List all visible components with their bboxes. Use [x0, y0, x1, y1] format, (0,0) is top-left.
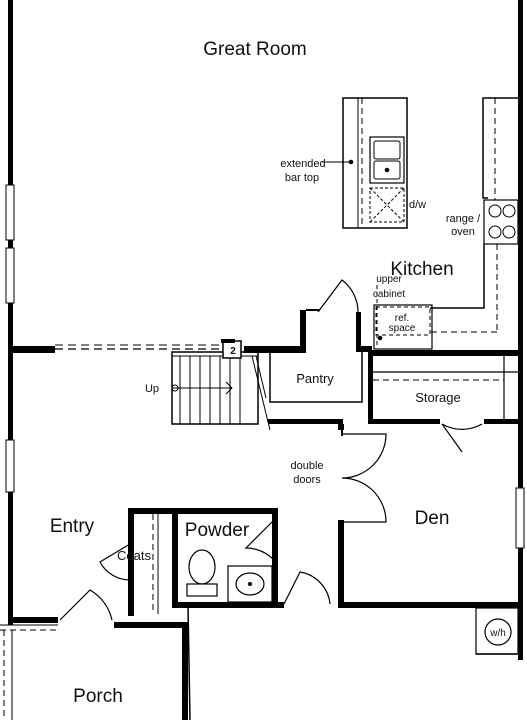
wall-pantry-west [300, 310, 306, 353]
label-entry: Entry [50, 516, 95, 537]
pantry-walls [269, 352, 363, 403]
den-wall-west-lower [338, 520, 344, 605]
vanity-drain [248, 582, 252, 586]
powder-door-swing [244, 519, 275, 561]
wall-kitchen-south-seg [356, 346, 372, 352]
wall-stair-top [244, 346, 304, 353]
stair-break-line-2 [255, 355, 267, 399]
range-oven [483, 199, 519, 245]
label-kitchen: Kitchen [390, 259, 453, 280]
double-doors-swing [341, 433, 387, 523]
stair-break-line [251, 355, 271, 431]
left-exterior-wall [8, 0, 13, 625]
window-left-1 [5, 184, 15, 241]
den-door-swing [283, 571, 331, 605]
wall-kitchen-south [368, 350, 523, 356]
label-stair-badge: 2 [230, 346, 236, 357]
front-door-swing [59, 589, 113, 621]
ref-space [375, 306, 431, 336]
label-double: double [290, 460, 323, 472]
sink-drain [384, 167, 390, 173]
kitchen-counter [482, 97, 518, 199]
bar-top-leader-dot [348, 159, 354, 165]
burner-3 [488, 225, 502, 239]
dishwasher-diag-2 [369, 187, 405, 223]
label-dw: d/w [409, 199, 426, 211]
kitchen-sink [369, 136, 405, 184]
coats-door-swing [99, 543, 131, 581]
label-bar-top: bar top [285, 172, 319, 184]
label-porch: Porch [73, 686, 123, 707]
upper-cabinet-dot [377, 335, 383, 341]
burner-2 [502, 204, 516, 218]
label-ref: ref. [395, 313, 409, 324]
dishwasher [369, 187, 405, 223]
sink-basin-2 [373, 160, 401, 180]
stair-start-circle [171, 384, 179, 392]
label-storage: Storage [415, 390, 461, 405]
window-left-3 [5, 439, 15, 493]
water-heater [484, 618, 512, 646]
toilet [188, 549, 216, 585]
label-great-room: Great Room [203, 39, 306, 60]
label-pantry: Pantry [296, 371, 334, 386]
toilet-tank [186, 583, 218, 597]
coats-wall-north [128, 508, 178, 514]
window-left-2 [5, 247, 15, 304]
label-oven: oven [451, 226, 475, 238]
wall-pantry-east [356, 312, 361, 348]
label-den: Den [415, 508, 450, 529]
label-range: range / [446, 213, 481, 225]
dishwasher-diag-1 [369, 187, 405, 223]
label-coats: Coats [117, 548, 151, 563]
entry-wall-south-left [13, 617, 58, 623]
label-powder: Powder [185, 520, 250, 541]
stair-badge-cap [221, 339, 235, 343]
stair-arrow-head [225, 381, 233, 395]
powder-wall-east [272, 508, 278, 608]
entry-wall-south-right [114, 622, 186, 628]
label-upper: upper [376, 274, 402, 285]
powder-wall-north [172, 508, 278, 514]
ref-enclosure [373, 304, 433, 350]
label-water-heater: w/h [489, 628, 506, 639]
powder-wall-west [172, 508, 178, 608]
storage-door-swing [441, 423, 483, 453]
storage-wall-west [368, 352, 373, 422]
label-space: space [389, 323, 416, 334]
pantry-door-swing [317, 279, 359, 313]
porch-wall-east [182, 622, 188, 720]
vanity [227, 565, 273, 603]
label-up: Up [145, 383, 159, 395]
vanity-sink [235, 572, 265, 596]
label-cabinet: cabinet [373, 289, 405, 300]
coats-wall-west [128, 508, 134, 616]
wall-great-room-south-left [13, 346, 55, 353]
sink-basin-1 [373, 140, 401, 160]
garage-line [187, 605, 191, 720]
label-doors: doors [293, 474, 321, 486]
den-wall-south [338, 602, 523, 608]
label-extended: extended [280, 158, 325, 170]
window-right-1 [515, 487, 525, 549]
kitchen-island [342, 97, 408, 229]
wall-storage-south-r [484, 419, 523, 424]
burner-4 [502, 225, 516, 239]
counter-lower [430, 244, 485, 309]
wall-hall-north [268, 419, 343, 424]
powder-wall-south [172, 602, 284, 608]
burner-1 [488, 204, 502, 218]
wall-storage-south [368, 419, 440, 424]
den-wall-west [338, 424, 344, 430]
right-exterior-wall [518, 0, 523, 660]
